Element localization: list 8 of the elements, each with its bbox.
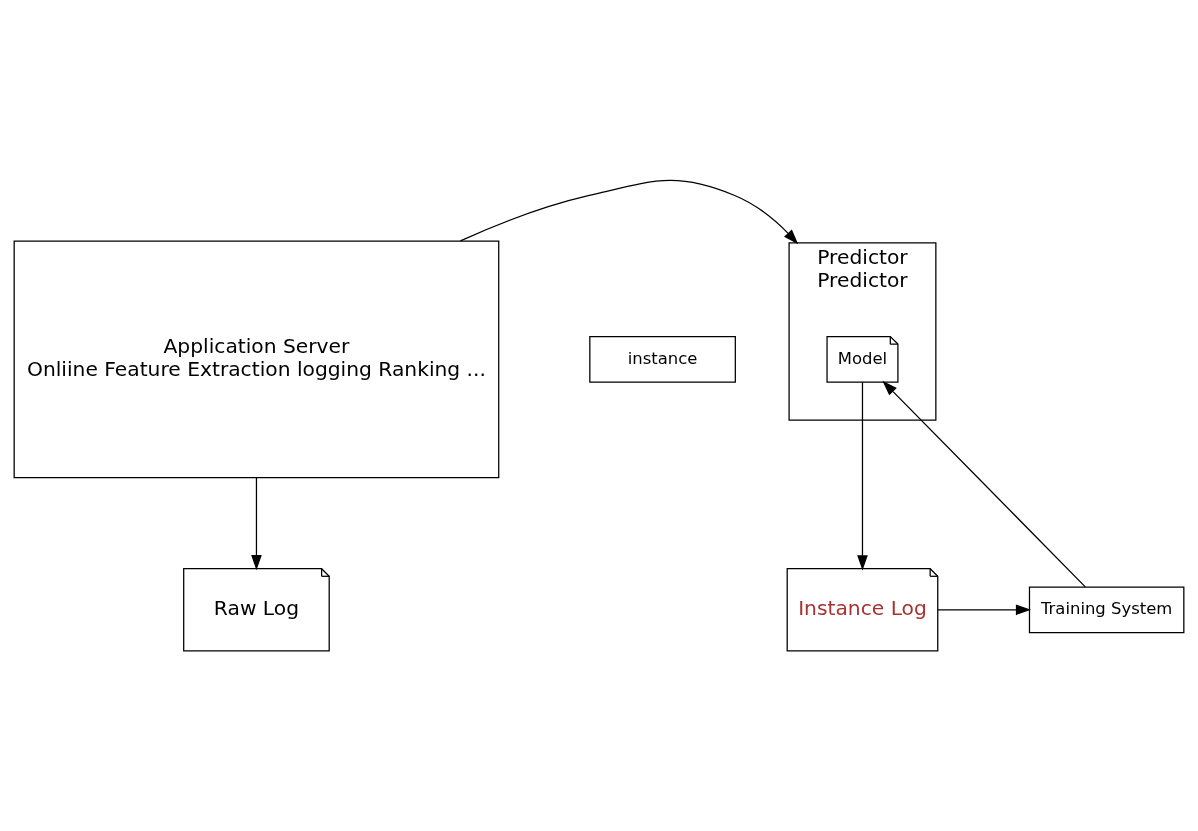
node-box: Training System [1028, 586, 1185, 634]
node-box: instance [589, 335, 736, 383]
node-box: Application Server Onliine Feature Extraction logging Ranking ... [13, 240, 500, 479]
arrow [882, 380, 1086, 588]
arrow [857, 381, 868, 571]
arrow [937, 604, 1032, 616]
arrow [459, 179, 799, 245]
arrow [251, 477, 262, 571]
